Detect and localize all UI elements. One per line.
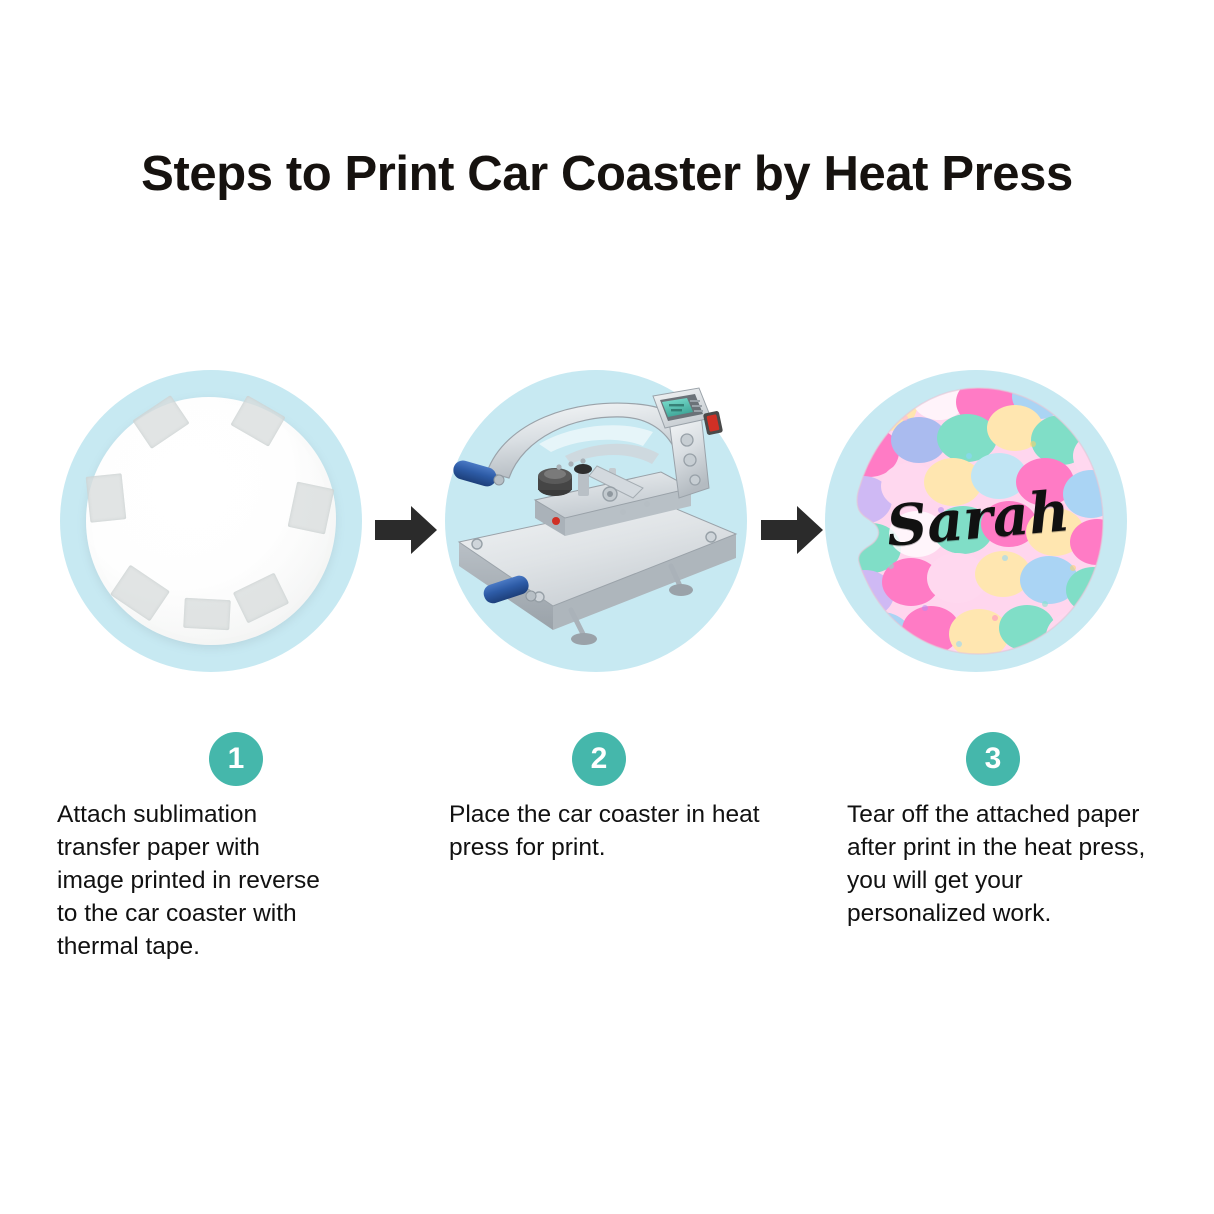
arrow-step-1-to-2-icon — [375, 506, 437, 554]
page-title: Steps to Print Car Coaster by Heat Press — [141, 147, 1073, 201]
coaster-speckles — [888, 415, 1076, 647]
press-support-column — [668, 413, 710, 499]
step-3-number-badge: 3 — [966, 732, 1020, 786]
press-pressure-knob[interactable] — [538, 468, 572, 496]
heat-press-machine-image — [451, 387, 738, 645]
press-power-switch[interactable] — [703, 411, 723, 436]
step-1-image-circle — [60, 370, 362, 672]
step-3-caption: Tear off the attached paper after print … — [847, 801, 1146, 927]
press-swing-arm[interactable] — [486, 402, 692, 502]
thermal-tape-piece — [287, 481, 335, 535]
step-3: Sarah 3 Tear off the attached paper afte… — [812, 0, 1202, 1214]
printed-coaster-image: Sarah — [847, 382, 1109, 660]
step-3-image-circle: Sarah — [825, 370, 1127, 672]
thermal-tape-piece — [110, 564, 170, 622]
thermal-tape-piece — [132, 395, 190, 449]
step-1-number-badge: 1 — [209, 732, 263, 786]
thermal-tape-piece — [85, 473, 127, 523]
press-rear-handle-grip[interactable] — [451, 458, 505, 488]
blank-coaster-image — [85, 395, 336, 645]
step-1-caption: Attach sublimation transfer paper with i… — [57, 801, 320, 960]
thermal-tape-piece — [230, 395, 286, 447]
step-2: 2 Place the car coaster in heat press fo… — [420, 0, 810, 1214]
step-1: 1 Attach sublimation transfer paper with… — [35, 0, 425, 1214]
press-control-panel[interactable] — [652, 387, 712, 429]
thermal-tape-piece — [183, 597, 231, 631]
arrow-step-2-to-3-icon — [761, 506, 823, 554]
thermal-tape-piece — [232, 572, 290, 624]
press-front-handle[interactable] — [481, 573, 537, 605]
step-2-number-badge: 2 — [572, 732, 626, 786]
coaster-dots-group — [857, 388, 1103, 654]
step-2-caption: Place the car coaster in heat press for … — [449, 801, 760, 861]
press-lcd-screen — [662, 398, 693, 417]
step-2-image-circle — [445, 370, 747, 672]
press-adjustable-feet — [568, 563, 693, 645]
coaster-pattern — [856, 387, 1104, 655]
